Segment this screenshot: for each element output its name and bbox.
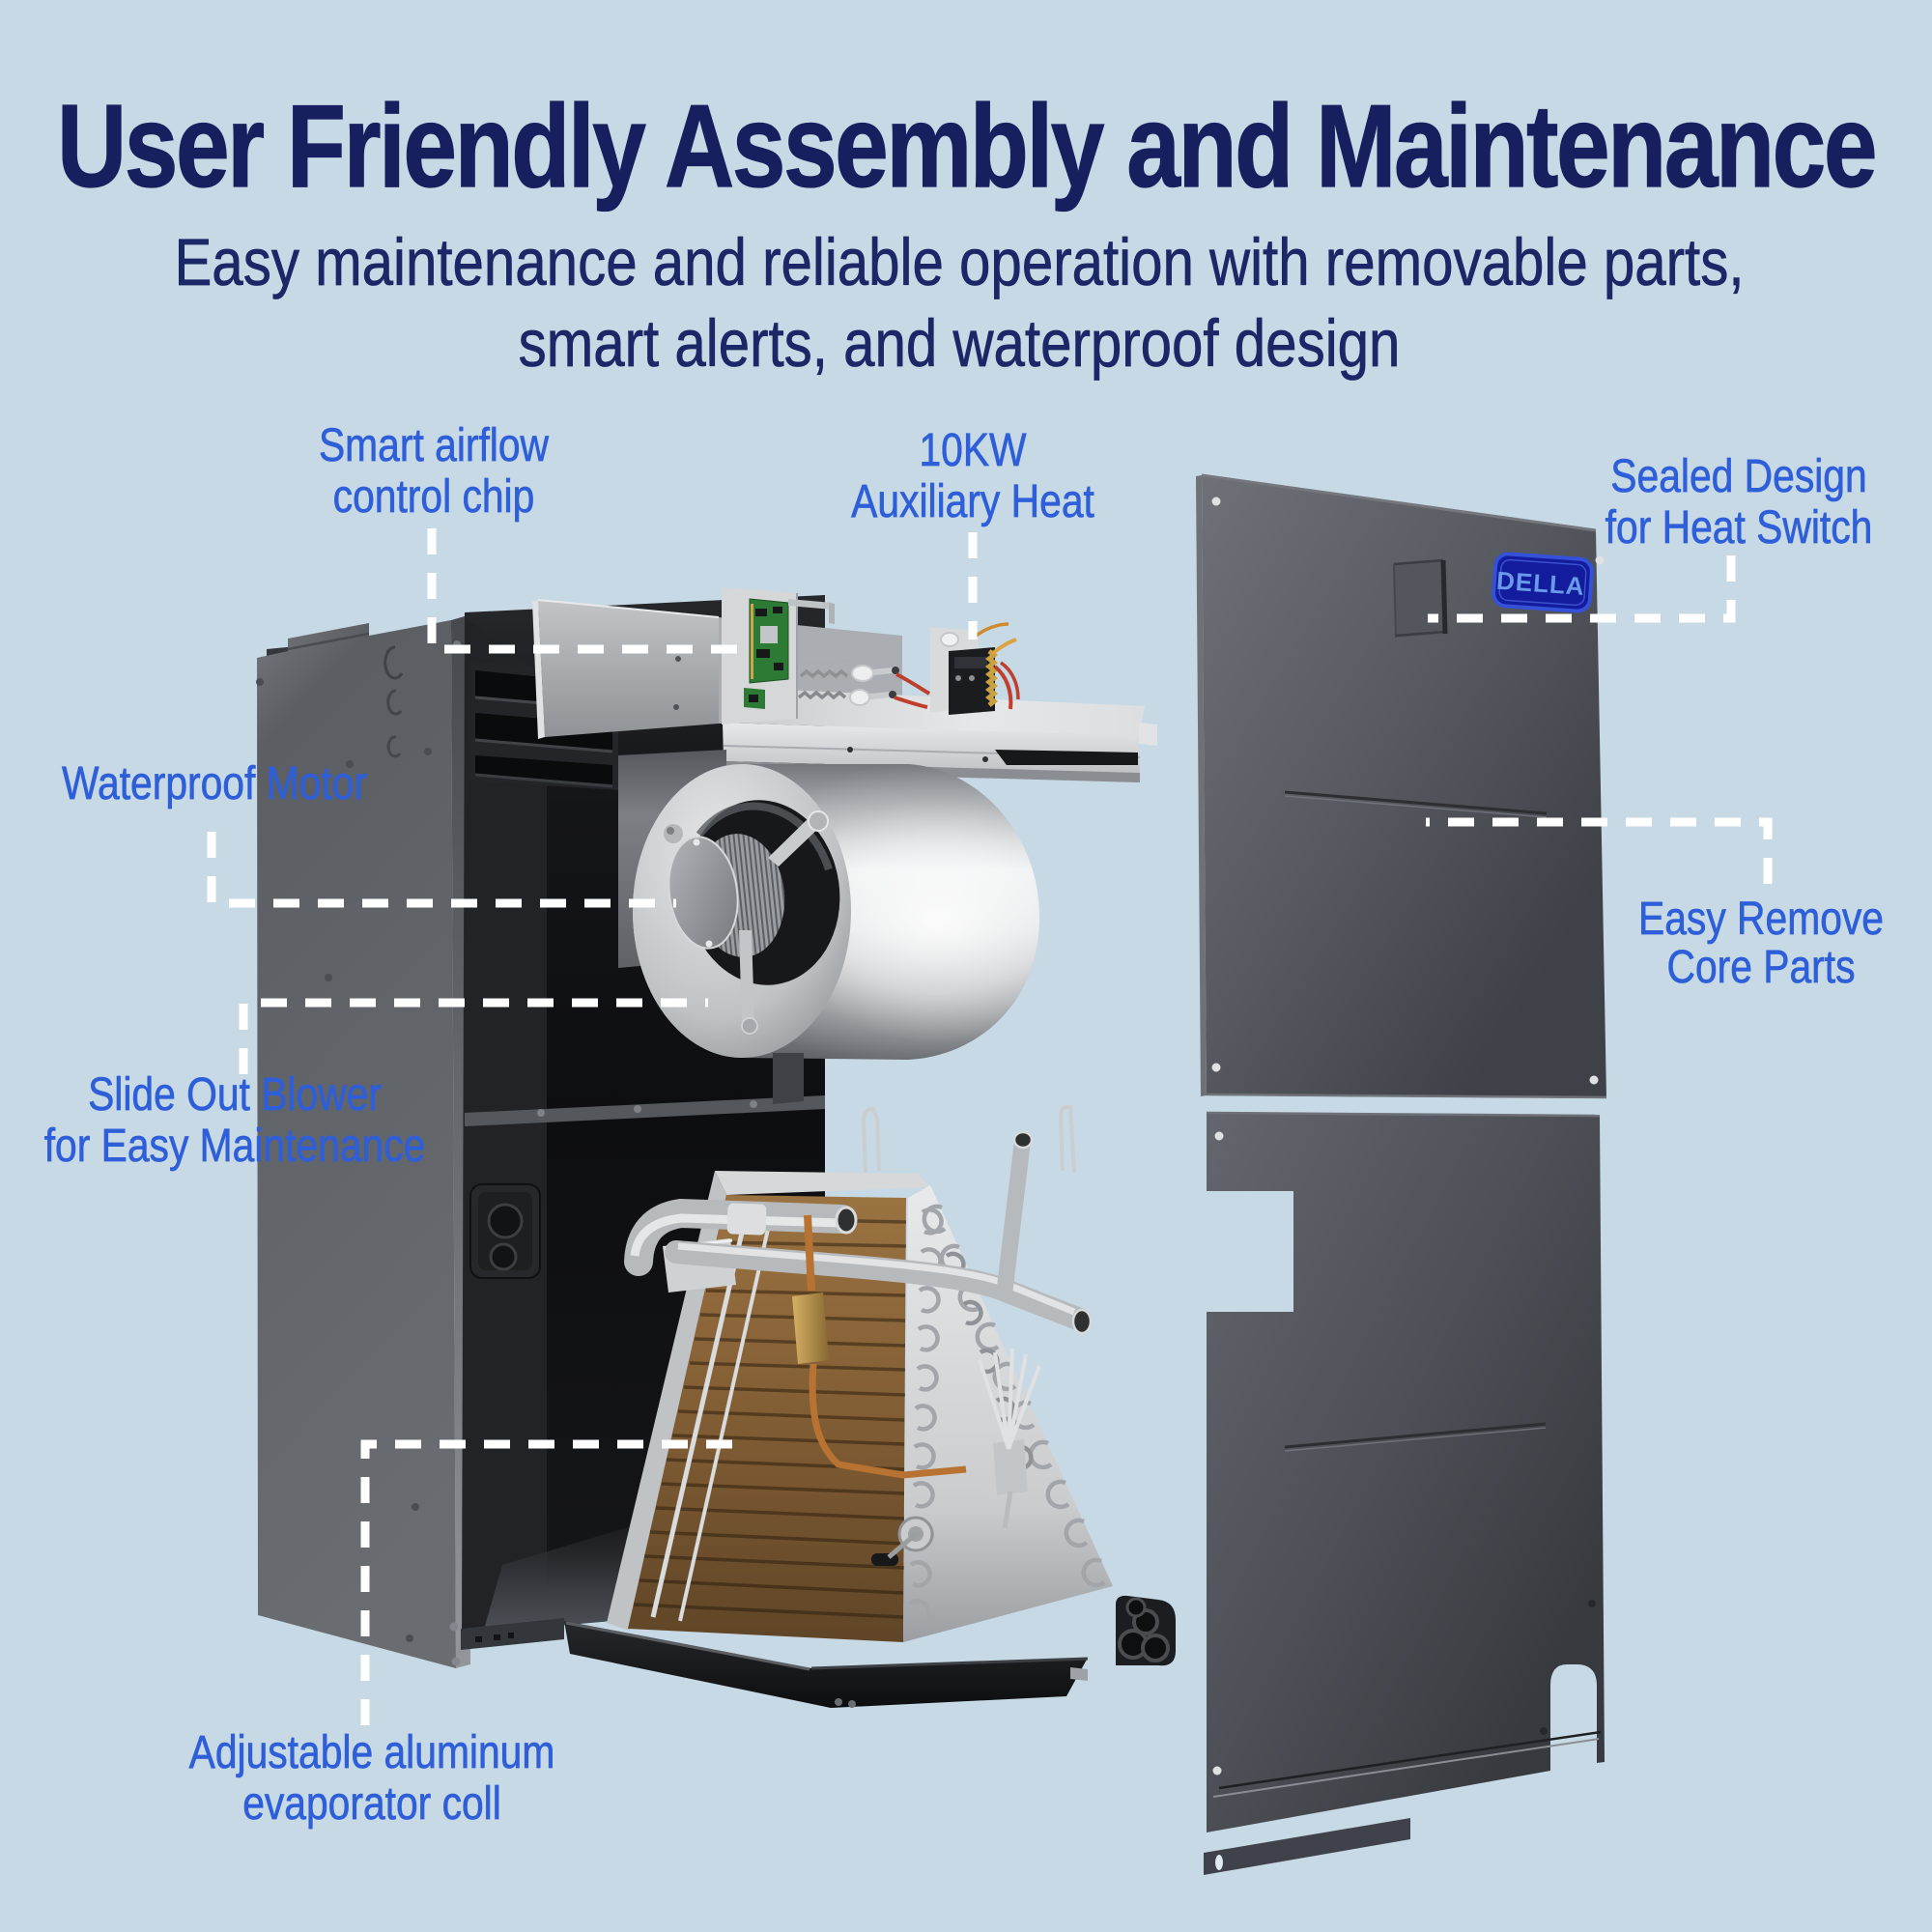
svg-text:DELLA: DELLA [1495, 566, 1586, 601]
